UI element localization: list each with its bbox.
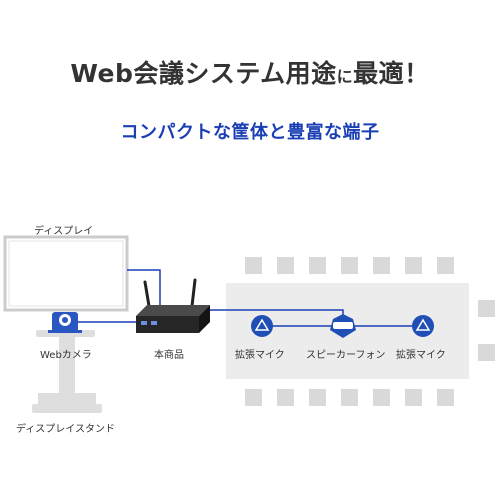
headline-particle: に	[336, 67, 354, 86]
page-headline: Web会議システム用途に最適！	[0, 54, 500, 90]
label-mic-right: 拡張マイク	[396, 350, 446, 361]
antenna-right	[190, 278, 197, 308]
webcam-icon	[48, 312, 82, 333]
display-stand	[32, 330, 102, 413]
antenna-left	[143, 280, 151, 308]
speakerphone-icon	[330, 314, 356, 338]
label-display: ディスプレイ	[34, 226, 94, 237]
label-product: 本商品	[154, 350, 184, 361]
label-display-stand: ディスプレイスタンド	[16, 424, 115, 435]
label-webcam: Webカメラ	[40, 350, 92, 361]
display-monitor	[3, 235, 129, 312]
mic-left-icon	[251, 315, 273, 337]
page-subheadline: コンパクトな筐体と豊富な端子	[120, 122, 380, 143]
label-speakerphone: スピーカーフォン	[306, 350, 386, 361]
cable-display	[127, 269, 161, 318]
headline-main: Web会議システム用途	[70, 59, 337, 88]
headline-tail: 最適！	[353, 59, 430, 88]
mic-right-icon	[412, 315, 434, 337]
chair-group	[245, 257, 495, 406]
product-unit	[136, 278, 210, 333]
label-mic-left: 拡張マイク	[235, 350, 285, 361]
